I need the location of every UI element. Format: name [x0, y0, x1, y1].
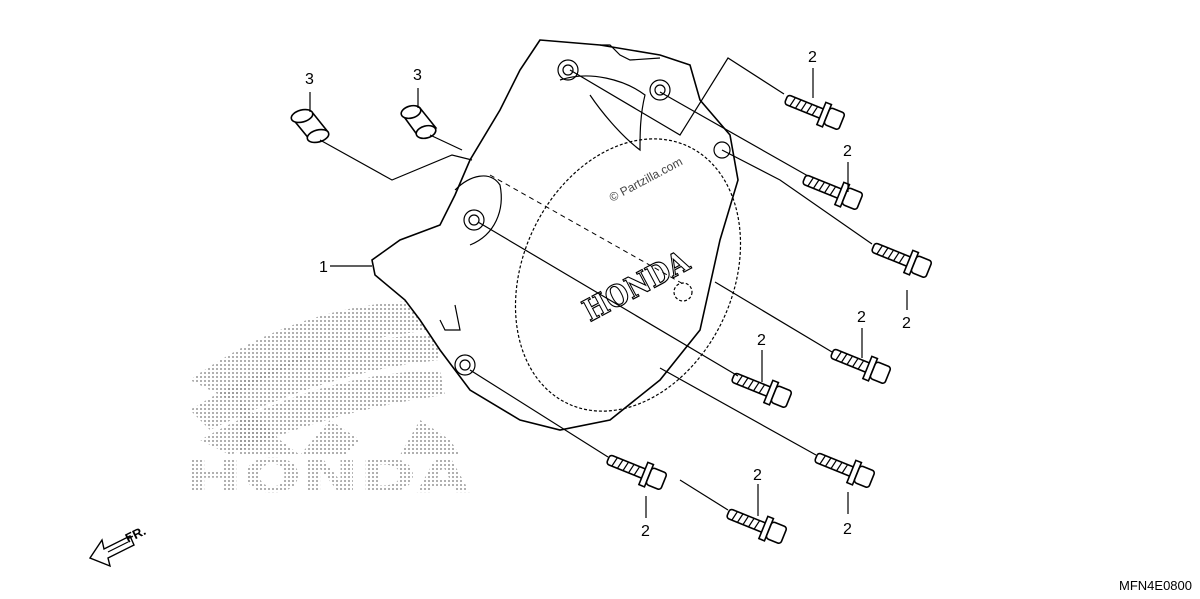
callout-2-c: 2: [902, 315, 911, 332]
bolt-6: [810, 445, 878, 492]
callout-2-a: 2: [808, 49, 817, 66]
bolt-3: [867, 235, 935, 282]
front-direction-arrow-icon: FR.: [88, 523, 148, 568]
dowel-pin-right: [400, 104, 438, 140]
callout-2-e: 2: [757, 332, 766, 349]
callout-1: 1: [319, 259, 328, 276]
callout-2-f: 2: [843, 521, 852, 538]
callout-2-h: 2: [753, 467, 762, 484]
callout-2-g: 2: [641, 523, 650, 540]
diagram-code: MFN4E0800: [1119, 578, 1192, 593]
honda-watermark-text: HONDA: [185, 449, 471, 503]
callout-2-d: 2: [857, 309, 866, 326]
bolt-1: [780, 87, 848, 134]
callout-leaders: [309, 68, 908, 518]
assembly-lines: [319, 57, 873, 511]
bolt-5: [826, 341, 894, 388]
dowel-pin-left: [290, 108, 330, 144]
callout-3-right: 3: [413, 67, 422, 84]
callout-2-b: 2: [843, 143, 852, 160]
bolt-7: [602, 447, 670, 494]
callout-3-left: 3: [305, 71, 314, 88]
bolt-4: [727, 365, 795, 412]
bolt-8: [722, 501, 790, 548]
honda-wing-watermark-icon: HONDA: [185, 300, 471, 503]
bolt-2: [798, 167, 866, 214]
generator-cover: HONDA © Partzilla.com: [371, 39, 742, 431]
